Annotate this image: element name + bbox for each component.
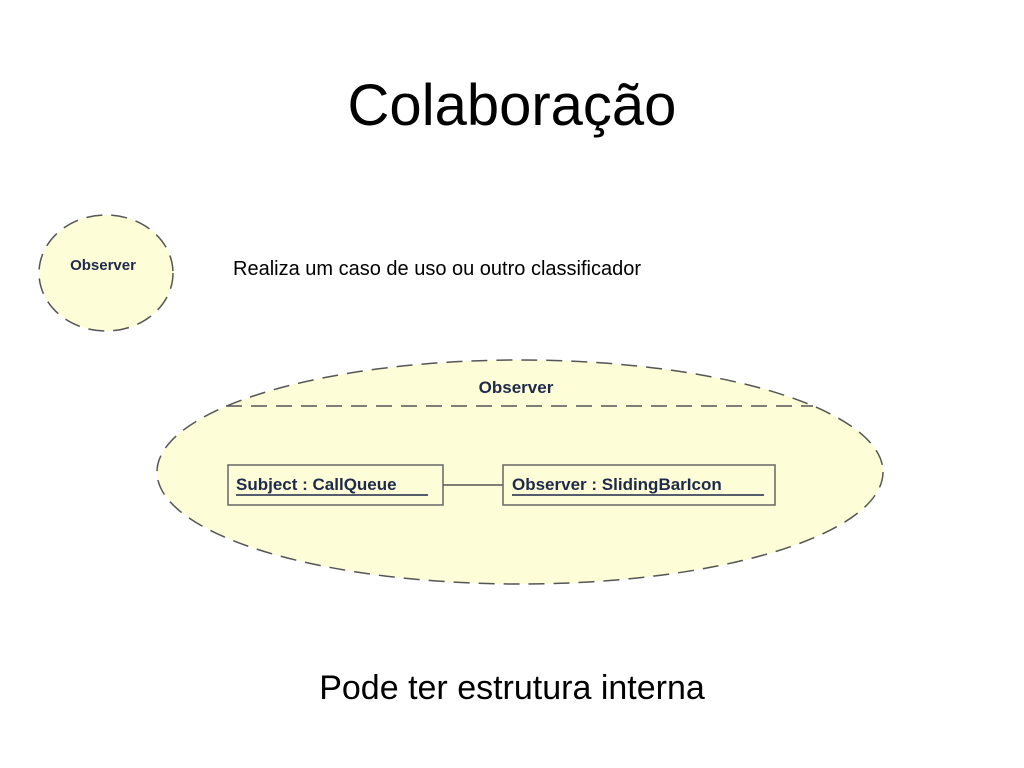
part-subject-box — [227, 464, 444, 506]
part-observer: Observer : SlidingBarIcon — [502, 464, 776, 506]
part-observer-type: SlidingBarIcon — [602, 475, 722, 494]
collaboration-note: Realiza um caso de uso ou outro classifi… — [233, 258, 641, 280]
part-observer-label: Observer : SlidingBarIcon — [512, 475, 722, 494]
part-subject-label: Subject : CallQueue — [236, 475, 397, 494]
slide-title: Colaboração — [347, 73, 677, 138]
large-collaboration: Observer Subject : CallQueue Observer : … — [156, 359, 884, 585]
part-subject-type: CallQueue — [313, 475, 397, 494]
small-collaboration-name: Observer — [70, 257, 136, 274]
part-subject-role: Subject — [236, 475, 298, 494]
slide-caption: Pode ter estrutura interna — [319, 669, 705, 707]
part-observer-separator: : — [587, 475, 602, 494]
part-observer-box — [502, 464, 776, 506]
large-collaboration-name: Observer — [479, 378, 554, 397]
small-collaboration: Observer — [38, 214, 174, 332]
small-collaboration-ellipse — [38, 214, 174, 332]
part-subject: Subject : CallQueue — [227, 464, 444, 506]
part-subject-separator: : — [297, 475, 312, 494]
part-observer-role: Observer — [512, 475, 587, 494]
